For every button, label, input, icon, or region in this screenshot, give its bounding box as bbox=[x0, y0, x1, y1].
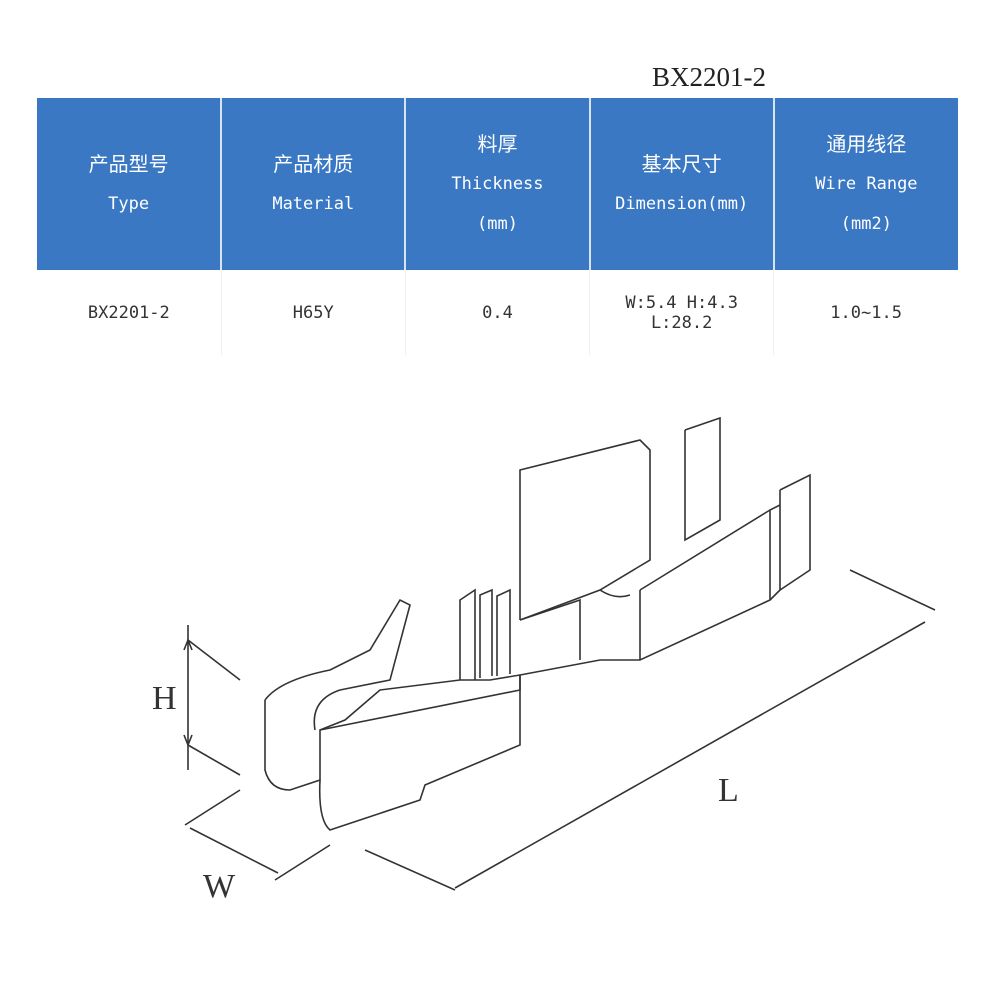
header-en: Material bbox=[272, 194, 355, 214]
header-material: 产品材质 Material bbox=[221, 98, 407, 270]
cell-dimension: W:5.4 H:4.3 L:28.2 bbox=[589, 270, 775, 355]
header-unit: (mm2) bbox=[840, 214, 892, 234]
header-type: 产品型号 Type bbox=[37, 98, 223, 270]
cell-material: H65Y bbox=[221, 270, 406, 355]
header-cn: 产品材质 bbox=[273, 152, 354, 176]
header-thickness: 料厚 Thickness (mm) bbox=[405, 98, 591, 270]
spec-table: 产品型号 Type 产品材质 Material 料厚 Thickness (mm) 基本… bbox=[37, 98, 958, 355]
header-cn: 料厚 bbox=[477, 132, 518, 156]
dimension-w bbox=[184, 789, 331, 881]
label-h: H bbox=[152, 680, 177, 717]
header-en: Wire Range bbox=[815, 174, 918, 194]
terminal-outline bbox=[264, 416, 811, 831]
cell-thickness: 0.4 bbox=[405, 270, 591, 355]
header-row: 产品型号 Type 产品材质 Material 料厚 Thickness (mm) 基本… bbox=[37, 98, 958, 270]
header-dimension: 基本尺寸 Dimension(mm) bbox=[589, 98, 775, 270]
label-w: W bbox=[203, 868, 236, 905]
header-cn: 基本尺寸 bbox=[641, 152, 722, 176]
dimension-h bbox=[183, 625, 241, 776]
cell-wire-range: 1.0~1.5 bbox=[830, 302, 902, 323]
dimension-l bbox=[364, 569, 936, 891]
header-en: Dimension(mm) bbox=[615, 194, 749, 214]
product-code-title: BX2201-2 bbox=[652, 62, 766, 92]
header-en: Type bbox=[108, 194, 150, 214]
header-unit: (mm) bbox=[476, 214, 518, 234]
cell-type: BX2201-2 bbox=[37, 270, 222, 355]
header-cn: 产品型号 bbox=[88, 152, 169, 176]
header-cn: 通用线径 bbox=[826, 132, 907, 156]
label-l: L bbox=[718, 772, 739, 809]
header-wire-range: 通用线径 Wire Range (mm2) bbox=[773, 98, 958, 270]
table-row: BX2201-2 H65Y 0.4 W:5.4 H:4.3 L:28.2 1.0… bbox=[37, 270, 958, 355]
header-en: Thickness bbox=[451, 174, 544, 194]
